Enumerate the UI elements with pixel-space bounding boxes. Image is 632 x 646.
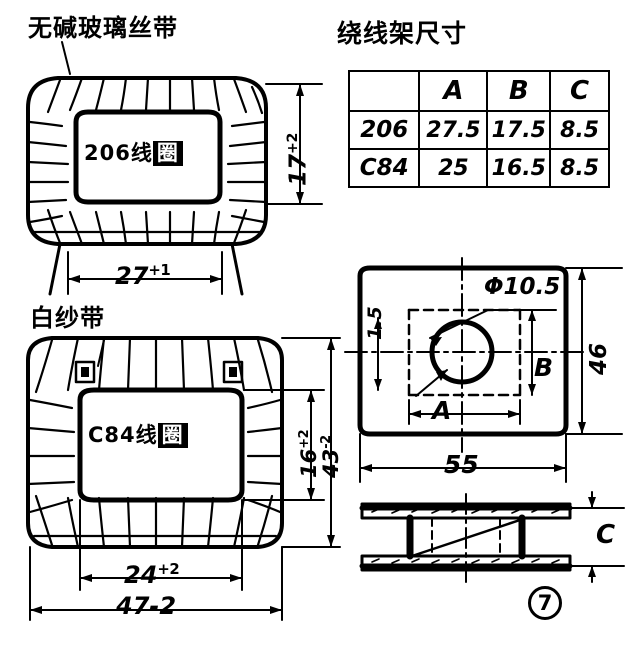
table-header-row: A B C [347,70,610,112]
figure-number-badge: 7 [528,586,562,620]
table-row-c84-name: C84 [347,148,421,188]
table-header-c: C [549,70,610,112]
dim-46 [565,267,623,435]
coil-206-label-boxed: 圈 [152,141,183,166]
callout-white-gauze-tape: 白纱带 [30,304,105,332]
dim-thickness-label: 1.5 [364,306,400,359]
bobbin-front-view [344,257,623,483]
table-header-blank [347,70,421,112]
table-header-a: A [418,70,489,112]
coil-c84-label-text: C84线 [88,423,158,447]
dim-55-label: 55 [444,450,479,479]
bobbin-dimension-table: A B C 206 27.5 17.5 8.5 C84 25 16.5 8.5 [347,70,610,188]
dim-thickness-value: 1.5 [364,306,386,340]
dim-55 [359,433,567,483]
coil-206-label: 206线圈 [84,141,183,166]
table-row-206-name: 206 [347,110,421,150]
table-row-206-c: 8.5 [549,110,610,150]
dim-46-label: 46 [586,343,620,398]
coil-206-graphic [26,41,268,296]
callout-fiberglass-tape: 无碱玻璃丝带 [28,14,178,42]
table-row-206-a: 27.5 [418,110,489,150]
table-row: 206 27.5 17.5 8.5 [347,110,610,150]
coil-c84-label-boxed: 圈 [157,423,188,448]
dim-section-c-label: C [596,520,616,550]
dim-206-width [67,251,223,295]
dim-46-value: 46 [586,342,612,375]
table-title: 绕线架尺寸 [337,19,468,48]
dim-c84-outer-height-label: 43-2 [319,435,363,500]
dim-c84-inner-height-tol: +2 [297,429,312,449]
dim-206-width-tol: +1 [148,261,171,279]
table-header-b: B [486,70,552,112]
table-row-c84-b: 16.5 [486,148,552,188]
marker-a-label: A [432,396,452,425]
dim-a [408,399,521,425]
dim-c84-outer-width-label: 47-2 [116,592,177,620]
bobbin-section-view [359,491,625,583]
dim-c84-outer-height-tol: -2 [319,435,334,449]
dim-c84-outer-height [281,337,341,548]
dim-c84-inner-width [79,499,243,591]
dim-hole-diameter-label: Φ10.5 [484,274,561,300]
table-row-c84-c: 8.5 [549,148,610,188]
dim-c84-inner-height [243,389,325,501]
dim-c84-inner-width-label: 24+2 [124,560,180,589]
dim-206-height-label: 17+2 [285,133,339,211]
dim-206-width-label: 27+1 [115,261,171,290]
dim-206-height-tol: +2 [285,133,301,154]
dim-206-width-value: 27 [115,262,149,290]
dim-c84-inner-width-tol: +2 [157,560,180,578]
dim-c84-outer-height-value: 43 [319,448,343,478]
dim-c [569,491,625,583]
marker-b-label: B [534,353,554,382]
coil-c84-graphic [26,336,284,549]
table-row-c84-a: 25 [418,148,489,188]
dim-206-height [265,83,323,205]
dim-c84-inner-height-value: 16 [297,448,321,478]
coil-c84-label: C84线圈 [88,423,188,448]
dim-c84-outer-width [29,546,283,621]
dim-b [528,309,536,396]
dim-c84-inner-width-value: 24 [124,561,158,589]
coil-206-label-text: 206线 [84,141,153,165]
dim-206-height-value: 17 [285,153,312,186]
table-row-206-b: 17.5 [486,110,552,150]
table-row: C84 25 16.5 8.5 [347,148,610,188]
